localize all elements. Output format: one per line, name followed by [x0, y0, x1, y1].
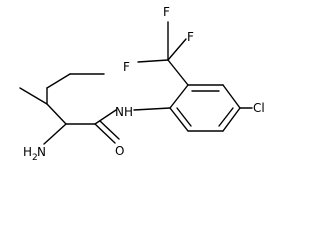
bond-alpha-nh2: [43, 123, 67, 145]
atom-nh2-h: H: [23, 145, 32, 159]
bond-cf3-f-left: [137, 59, 169, 63]
ring-bond-3: [222, 84, 241, 109]
atom-cl: Cl: [253, 101, 265, 115]
ring-bond-4: [222, 107, 241, 132]
ring-double-2: [218, 107, 234, 127]
bond-carbonyl-nh: [94, 109, 117, 125]
bond-carbonyl-o-2: [99, 120, 120, 140]
bond-carbonyl-o-1: [94, 123, 116, 144]
bond-ch-alpha: [46, 103, 67, 125]
ring-bond-6: [169, 107, 189, 132]
atom-o: O: [115, 144, 124, 158]
atom-nh: NH: [115, 105, 133, 119]
bond-ring-cf3: [167, 59, 189, 86]
atom-nh2-n: N: [37, 145, 46, 159]
bond-nh-ring: [133, 107, 171, 111]
bond-methyl-branch: [19, 87, 48, 105]
atom-f-right: F: [187, 30, 194, 44]
molecule-structure: F F F NH Cl O H 2 N: [19, 5, 265, 163]
bond-ethyl-ch2: [46, 73, 71, 89]
ring-bond-1: [169, 84, 189, 109]
atom-f-left: F: [123, 60, 130, 74]
atom-f-top: F: [163, 5, 170, 19]
atom-nh2-subscript: 2: [32, 153, 38, 163]
bond-cf3-f-right: [167, 38, 187, 61]
ring-double-3: [176, 107, 192, 127]
